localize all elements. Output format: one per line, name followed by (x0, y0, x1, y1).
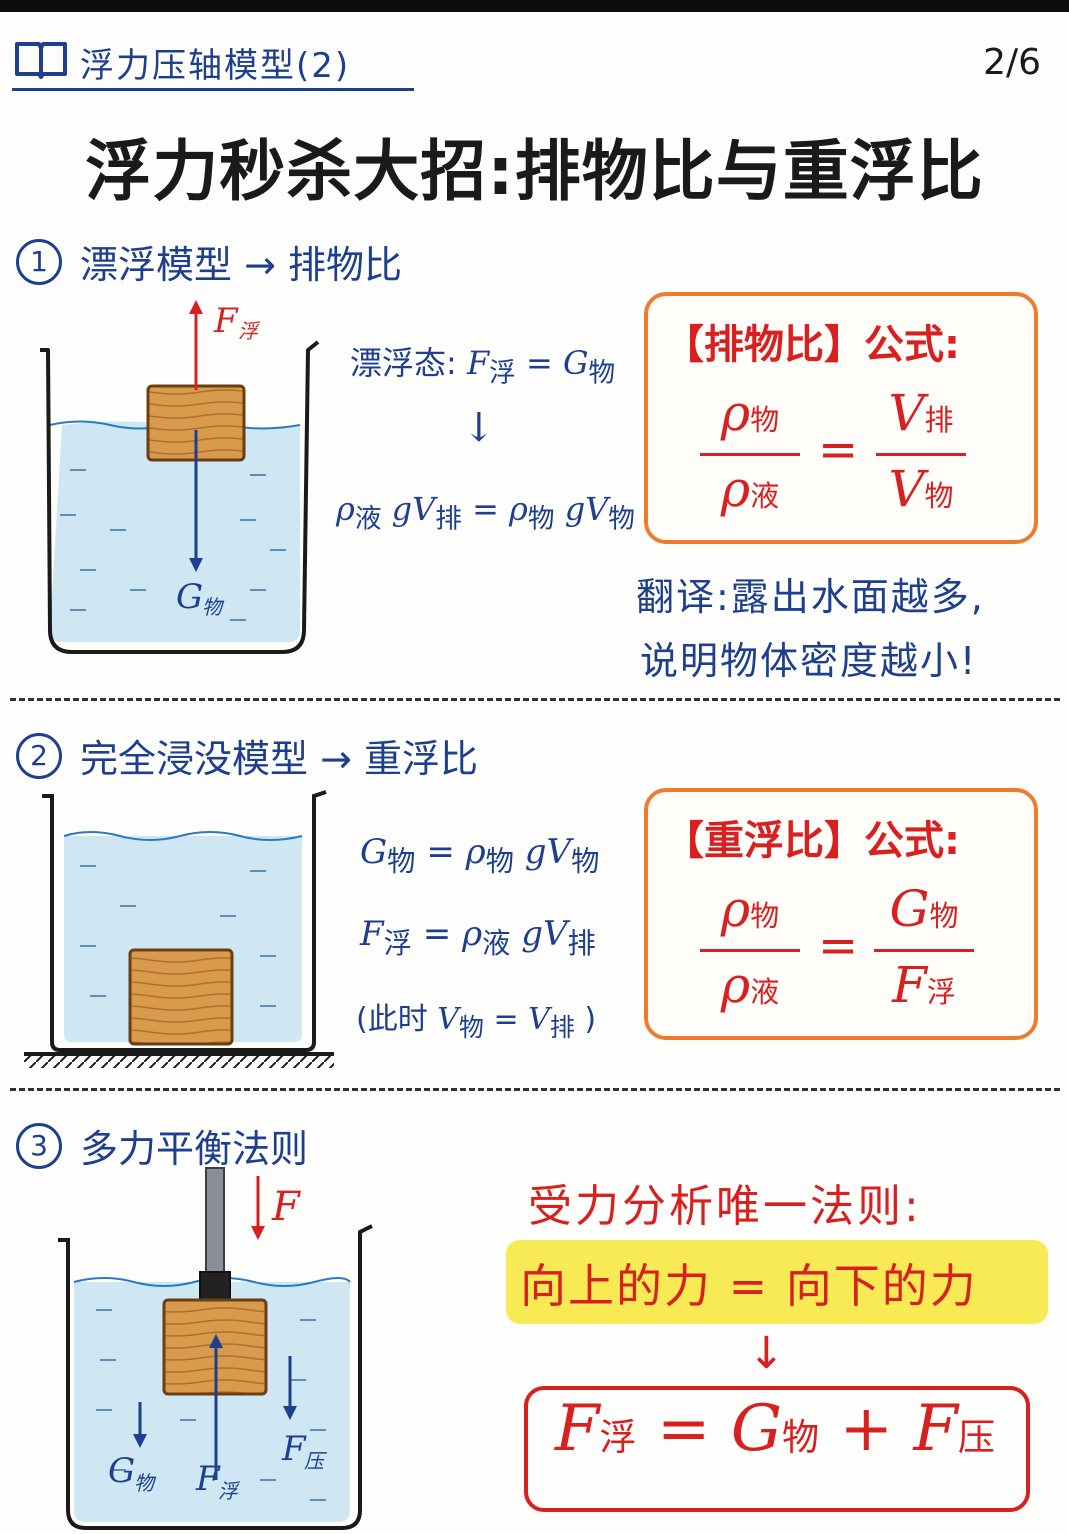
note-line-1: 翻译:露出水面越多, (636, 575, 985, 619)
svg-text:浮: 浮 (218, 1479, 241, 1503)
gravity-label-3: G (108, 1451, 135, 1491)
floating-condition-eq: 漂浮态: F浮 = G物 (350, 344, 616, 389)
section-divider-2 (10, 1088, 1060, 1091)
section2-title: 完全浸没模型 → 重浮比 (80, 737, 478, 781)
section3-title: 多力平衡法则 (80, 1127, 309, 1171)
volume-fraction: V排 V物 (876, 382, 966, 527)
main-title: 浮力秒杀大招:排物比与重浮比 (85, 133, 984, 210)
equals-sign: = (818, 422, 859, 478)
displacement-ratio-box: 【排物比】公式: ρ物 ρ液 = V排 V物 (644, 292, 1038, 544)
push-force-label: F (271, 1184, 301, 1230)
section1-title: 漂浮模型 → 排物比 (80, 243, 402, 287)
density-volume-eq: ρ液 gV排 = ρ物 gV物 (336, 490, 635, 535)
volume-equal-note: (此时 V物 = V排 ) (356, 1002, 597, 1042)
displacement-ratio-title: 【排物比】公式: (664, 322, 960, 368)
svg-text:物: 物 (134, 1471, 157, 1495)
rule-title: 受力分析唯一法则: (528, 1181, 922, 1232)
note-line-2: 说明物体密度越小! (640, 639, 978, 683)
pressed-beaker-diagram: F G 物 F 浮 F 压 (58, 1167, 373, 1530)
header-title: 浮力压轴模型(2) (80, 46, 351, 86)
buoyancy-eq: F浮 = ρ液 gV排 (360, 914, 596, 960)
gravity-label: G (176, 577, 203, 617)
section-divider-1 (10, 698, 1060, 701)
page-number: 2/6 (983, 42, 1041, 83)
buoyancy-label-3: F (195, 1459, 221, 1499)
section2-heading: 2 完全浸没模型 → 重浮比 (16, 728, 478, 783)
section2-number: 2 (16, 732, 62, 779)
derive-arrow: ↓ (462, 405, 496, 451)
section3-heading: 3 多力平衡法则 (16, 1118, 308, 1173)
rule-arrow: ↓ (748, 1328, 785, 1379)
press-force-label: F (281, 1429, 307, 1469)
buoyancy-label-sub: 浮 (238, 319, 261, 343)
section1-number: 1 (16, 238, 62, 285)
header-underline (12, 88, 414, 91)
section3-number: 3 (16, 1122, 62, 1169)
top-bar (0, 0, 1069, 12)
rule-text: 向上的力 = 向下的力 (520, 1259, 978, 1313)
density-fraction: ρ物 ρ液 (700, 382, 800, 527)
final-formula: F浮 = G物 + F压 (555, 1392, 995, 1466)
weight-buoyancy-fraction: G物 F浮 (874, 878, 974, 1023)
density-fraction-2: ρ物 ρ液 (700, 878, 800, 1023)
book-icon (15, 42, 67, 79)
final-formula-box (524, 1386, 1030, 1512)
weight-buoyancy-ratio-box: 【重浮比】公式: ρ物 ρ液 = G物 F浮 (644, 788, 1038, 1040)
submerged-beaker-diagram (24, 790, 334, 1068)
weight-eq: G物 = ρ物 gV物 (360, 832, 600, 878)
buoyancy-label: F (213, 301, 239, 341)
section1-heading: 1 漂浮模型 → 排物比 (16, 234, 402, 289)
rule-highlight (506, 1240, 1048, 1324)
floating-beaker-diagram: F 浮 G 物 (40, 300, 320, 654)
weight-buoyancy-ratio-title: 【重浮比】公式: (664, 818, 960, 864)
gravity-label-sub: 物 (202, 595, 225, 619)
equals-sign-2: = (818, 918, 859, 974)
